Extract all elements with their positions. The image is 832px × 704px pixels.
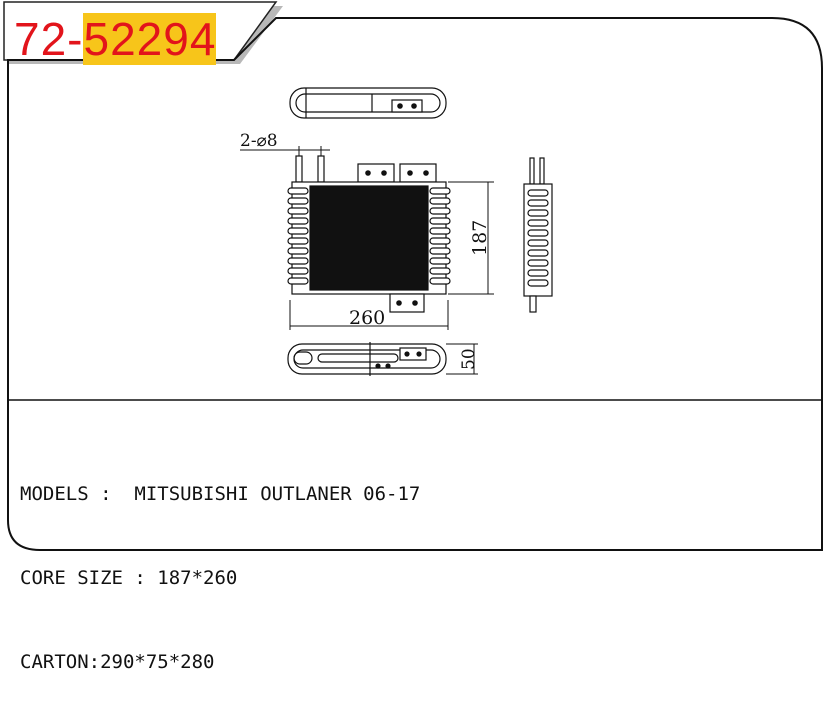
carton-line: CARTON:290*75*280 <box>20 651 215 673</box>
depth-dimension-label: 50 <box>459 348 479 370</box>
part-number-prefix: 72- <box>14 13 84 65</box>
part-number-highlight: 52294 <box>83 13 217 65</box>
outer-border <box>7 17 823 551</box>
models-line: MODELS : MITSUBISHI OUTLANER 06-17 <box>20 483 421 505</box>
spec-sheet-frame: 2-⌀8 260 187 50 <box>3 1 823 551</box>
top-view <box>289 87 447 119</box>
core-size-line: CORE SIZE : 187*260 <box>20 567 238 589</box>
part-number: 72-52294 <box>14 13 217 65</box>
height-dimension-label: 187 <box>469 220 491 256</box>
pipe-diameter-label: 2-⌀8 <box>240 131 278 151</box>
side-view <box>523 157 553 313</box>
bottom-view <box>287 342 478 376</box>
width-dimension-label: 260 <box>349 307 385 329</box>
spec-info: MODELS : MITSUBISHI OUTLANER 06-17 CORE … <box>20 424 420 704</box>
front-view <box>240 146 494 330</box>
